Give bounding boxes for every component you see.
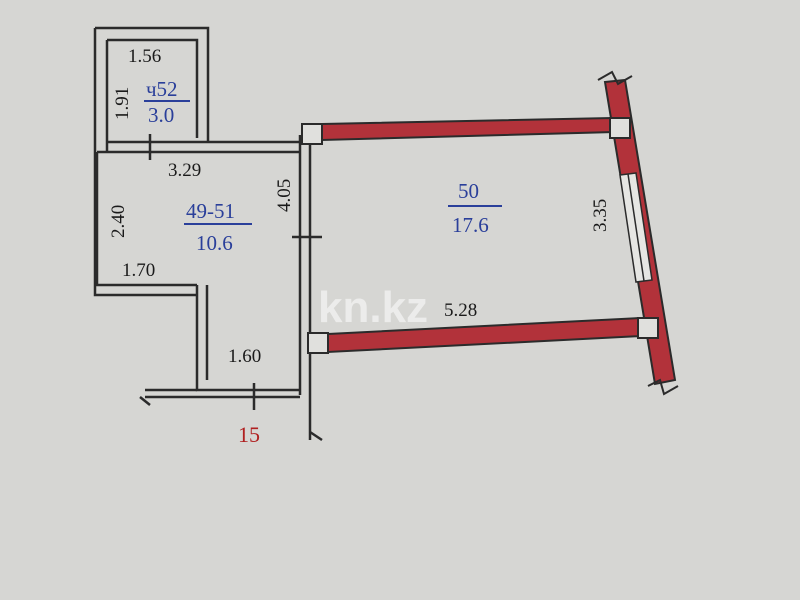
bathroom-walls [93,26,210,297]
dim-hall-height: 4.05 [274,179,295,212]
door-ticks [139,134,323,442]
dim-hall-step: 1.70 [122,260,155,281]
room-main-area: 17.6 [452,213,489,237]
room-hall-number: 49-51 [186,199,235,223]
main-room-walls [301,70,679,396]
room-bath-area: 3.0 [148,103,174,127]
dim-main-height: 3.35 [590,199,611,232]
dim-hall-bottom: 1.60 [228,346,261,367]
dim-bath-height: 1.91 [112,87,133,120]
hall-walls [95,135,312,440]
dim-main-width: 5.28 [444,300,477,321]
dim-hall-left: 2.40 [108,205,129,238]
dim-hall-top: 3.29 [168,160,201,181]
apartment-number: 15 [238,422,260,447]
room-hall-area: 10.6 [196,231,233,255]
room-bath-number: ч52 [146,77,178,101]
dim-bath-width: 1.56 [128,46,161,67]
room-main-number: 50 [458,179,479,203]
watermark: kn.kz [318,283,428,332]
